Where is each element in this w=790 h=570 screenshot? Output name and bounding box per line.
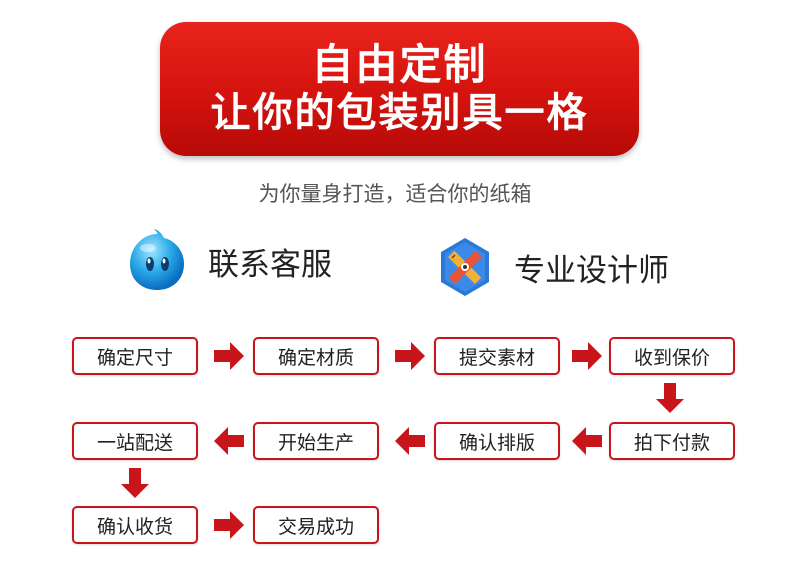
designer-label: 专业设计师	[514, 252, 669, 289]
contact-support-button[interactable]: 联系客服	[124, 228, 332, 294]
step-confirm-layout: 确认排版	[434, 422, 560, 460]
arrow-left-icon	[395, 427, 425, 455]
tagline: 为你量身打造，适合你的纸箱	[258, 182, 532, 206]
step-delivery: 一站配送	[72, 422, 198, 460]
designer-button[interactable]: 专业设计师	[434, 236, 669, 298]
step-start-production: 开始生产	[253, 422, 379, 460]
contact-support-label: 联系客服	[208, 246, 332, 283]
banner-subtitle: 让你的包装别具一格	[210, 90, 589, 136]
banner-title: 自由定制	[311, 40, 488, 89]
step-receive-quote: 收到保价	[609, 337, 735, 375]
arrow-left-icon	[572, 427, 602, 455]
arrow-right-icon	[395, 342, 425, 370]
arrow-down-icon	[121, 468, 149, 498]
arrow-right-icon	[214, 342, 244, 370]
arrow-down-icon	[656, 383, 684, 413]
step-confirm-receipt: 确认收货	[72, 506, 198, 544]
step-submit-assets: 提交素材	[434, 337, 560, 375]
design-tools-icon	[434, 236, 496, 298]
arrow-right-icon	[214, 511, 244, 539]
step-deal-complete: 交易成功	[253, 506, 379, 544]
step-confirm-material: 确定材质	[253, 337, 379, 375]
arrow-right-icon	[572, 342, 602, 370]
step-place-order: 拍下付款	[609, 422, 735, 460]
arrow-left-icon	[214, 427, 244, 455]
step-confirm-size: 确定尺寸	[72, 337, 198, 375]
qq-penguin-icon	[124, 228, 190, 294]
promo-banner: 自由定制 让你的包装别具一格	[160, 22, 639, 156]
